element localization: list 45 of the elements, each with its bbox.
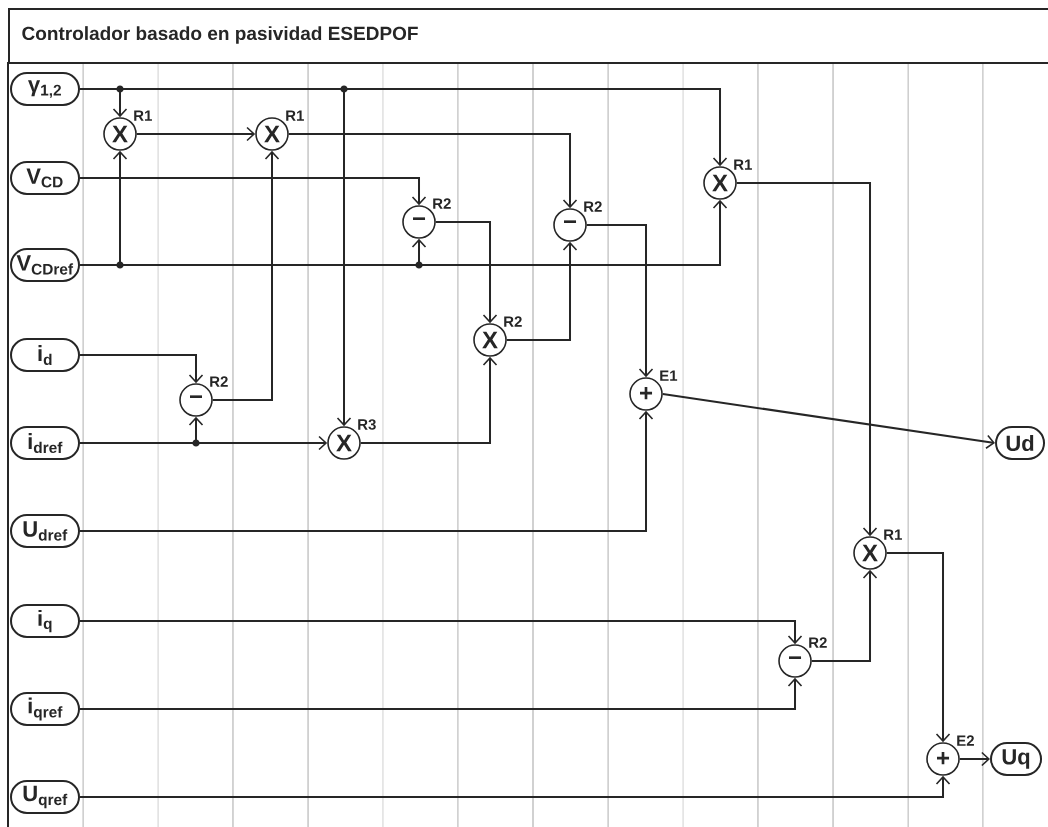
arrow: [79, 177, 427, 206]
arrow: [434, 221, 498, 324]
operator-label: R2: [433, 198, 451, 209]
signal-terminal: U$_{qref}$: [10, 780, 80, 814]
signal-terminal: i$_{q}$: [10, 604, 80, 638]
operator-label: R1: [286, 110, 304, 121]
operator-label: R3: [358, 419, 376, 430]
signal-terminal: Ud: [995, 426, 1045, 460]
operator-label: R2: [809, 637, 827, 648]
arrow: [885, 552, 951, 743]
arrow: [287, 133, 578, 209]
operator-label: R1: [134, 110, 152, 121]
arrow: [79, 199, 728, 266]
arrow: [79, 677, 803, 710]
arrow: [505, 241, 578, 341]
arrow: [211, 150, 280, 401]
operator-label: R2: [504, 316, 522, 327]
arrow: [79, 410, 654, 532]
arrow: [735, 182, 878, 537]
operator-label: E1: [660, 370, 678, 381]
signal-terminal: V$_{CDref}$: [10, 248, 80, 282]
arrow: [359, 356, 498, 444]
operator-label: R1: [884, 529, 902, 540]
operator-label: E2: [957, 735, 974, 746]
arrow: [661, 393, 995, 450]
arrow: [810, 569, 878, 662]
operator-label: R1: [734, 159, 752, 170]
signal-terminal: V$_{CD}$: [10, 161, 80, 195]
arrow: [135, 126, 256, 142]
signal-terminal: i$_{qref}$: [10, 692, 80, 726]
signal-terminal: i$_{d}$: [10, 338, 80, 372]
arrow: [79, 620, 803, 645]
signal-terminal: i$_{dref}$: [10, 426, 80, 460]
arrow: [79, 88, 728, 167]
signal-terminal: U$_{dref}$: [10, 514, 80, 548]
arrow: [585, 224, 654, 378]
arrow: [958, 751, 990, 767]
operator-label: R2: [210, 376, 228, 387]
signal-terminal: γ$_{1,2}$: [10, 72, 80, 106]
signal-terminal: Uq: [990, 742, 1042, 776]
arrow: [79, 354, 204, 384]
operator-label: R2: [584, 201, 602, 212]
title-bar: Controlador basado en pasividad ESEDPOF: [8, 8, 1048, 64]
arrow: [79, 435, 328, 451]
arrow: [79, 775, 951, 798]
